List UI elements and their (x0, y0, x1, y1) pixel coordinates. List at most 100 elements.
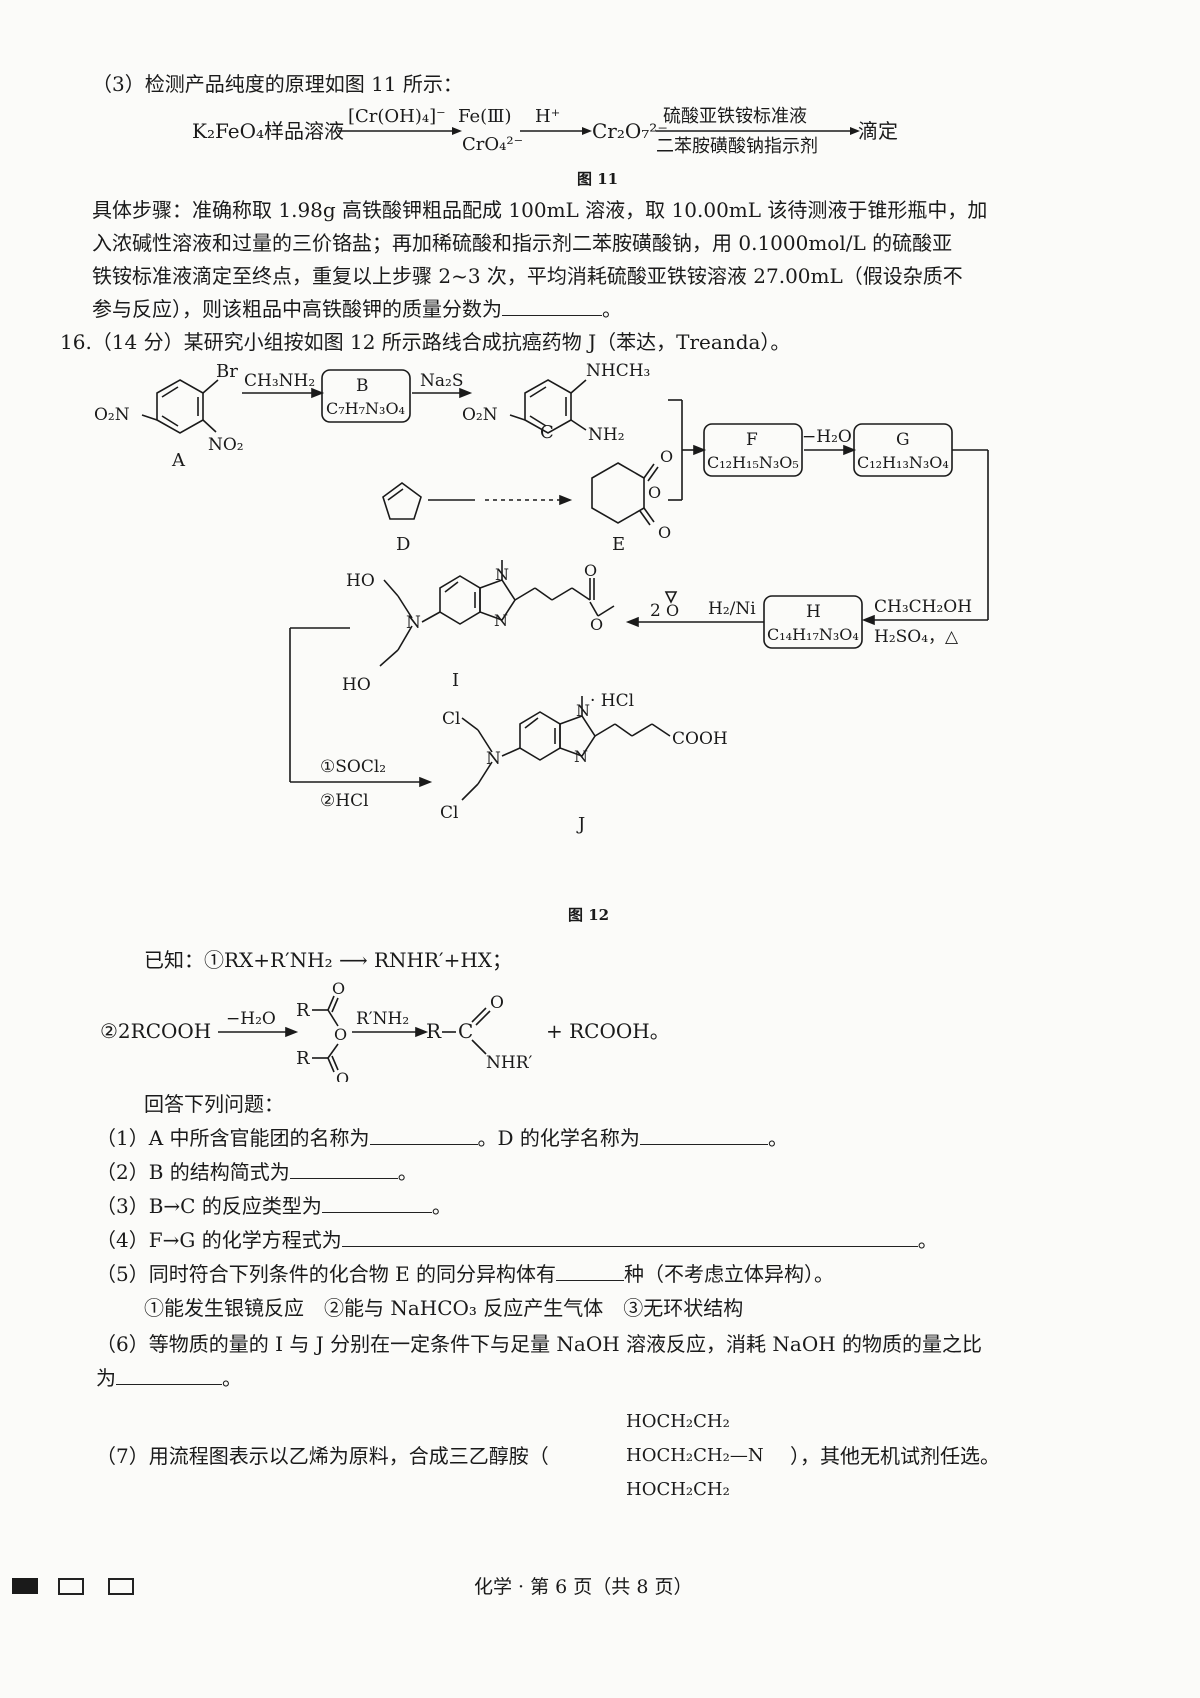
svg-text:O: O (590, 615, 603, 634)
steps-line-2: 入浓碱性溶液和过量的三价铬盐；再加稀硫酸和指示剂二苯胺磺酸钠，用 0.1000m… (92, 231, 953, 255)
steps-line-3: 铁铵标准液滴定至终点，重复以上步骤 2~3 次，平均消耗硫酸亚铁铵溶液 27.0… (92, 264, 963, 288)
question-5-conditions: ①能发生银镜反应 ②能与 NaHCO₃ 反应产生气体 ③无环状结构 (144, 1296, 744, 1320)
known-reaction-1: 已知：①RX+R′NH₂ ⟶ RNHR′+HX； (144, 948, 513, 972)
svg-text:O: O (666, 601, 679, 620)
svg-text:J: J (576, 814, 585, 835)
figure-12-synthesis-route: Br O₂N NO₂ A CH₃NH₂ B C₇H₇N₃O₄ Na₂S NHCH… (94, 361, 989, 835)
svg-text:F: F (746, 430, 758, 450)
reagent-ch3nh2: CH₃NH₂ (244, 371, 315, 391)
svg-text:O: O (584, 561, 597, 580)
scheme-cr2o7: Cr₂O₇²⁻ (592, 119, 668, 143)
svg-text:H: H (806, 602, 821, 622)
svg-text:②2RCOOH: ②2RCOOH (100, 1019, 211, 1043)
svg-text:R: R (296, 1048, 310, 1069)
question-3: （3）B→C 的反应类型为。 (96, 1192, 452, 1218)
triethanolamine-line-3: HOCH₂CH₂ (626, 1479, 730, 1500)
reagent-na2s: Na₂S (420, 371, 463, 391)
hollow-marker-icon-2 (108, 1578, 134, 1595)
answer-blank-q1-b[interactable] (639, 1124, 768, 1145)
svg-text:HO: HO (342, 675, 371, 695)
figure-11-scheme: K₂FeO₄样品溶液 [Cr(OH)₄]⁻ Fe(Ⅲ) CrO₄²⁻ H⁺ Cr… (192, 106, 898, 157)
compound-j: N N N · HCl COOH Cl Cl J (440, 691, 728, 835)
question-1: （1）A 中所含官能团的名称为。D 的化学名称为。 (96, 1124, 788, 1150)
svg-text:O₂N: O₂N (94, 405, 130, 425)
scheme-indicator: 二苯胺磺酸钠指示剂 (656, 136, 818, 157)
answer-blank-purity[interactable] (502, 295, 602, 316)
scheme-end: 滴定 (858, 119, 898, 143)
reagent-h2so4: H₂SO₄，△ (874, 627, 959, 647)
svg-text:N: N (574, 747, 588, 766)
svg-text:O: O (660, 447, 673, 466)
svg-text:NO₂: NO₂ (208, 435, 244, 455)
answer-blank-q4[interactable] (341, 1226, 918, 1247)
svg-text:O: O (490, 993, 504, 1013)
scheme-h-plus: H⁺ (535, 106, 560, 127)
svg-text:O: O (336, 1069, 349, 1082)
answer-blank-q5[interactable] (556, 1260, 625, 1281)
svg-text:N: N (495, 565, 509, 584)
scheme-titrant: 硫酸亚铁铵标准液 (663, 106, 807, 127)
svg-text:C₁₂H₁₃N₃O₄: C₁₂H₁₃N₃O₄ (857, 453, 949, 472)
scheme-fe3: Fe(Ⅲ) (458, 106, 512, 127)
svg-text:I: I (452, 670, 459, 691)
question-7: （7）用流程图表示以乙烯为原料，合成三乙醇胺（ (96, 1444, 549, 1468)
answer-blank-q6[interactable] (116, 1364, 222, 1385)
svg-text:C₁₄H₁₇N₃O₄: C₁₄H₁₇N₃O₄ (767, 625, 859, 644)
svg-text:O₂N: O₂N (462, 405, 498, 425)
reagent-minus-h2o: −H₂O (802, 427, 852, 447)
compound-e: O O O E (591, 447, 673, 555)
box-b (321, 369, 411, 423)
question-7-tail: ），其他无机试剂任选。 (790, 1444, 1000, 1468)
compound-c: NHCH₃ O₂N NH₂ C (462, 361, 650, 445)
svg-text:O: O (658, 523, 671, 542)
svg-text:NHCH₃: NHCH₃ (586, 361, 650, 381)
reagent-ethanol: CH₃CH₂OH (874, 597, 972, 617)
svg-text:R: R (426, 1019, 442, 1043)
question-2: （2）B 的结构简式为。 (96, 1158, 418, 1184)
svg-text:O: O (332, 982, 345, 998)
answer-blank-q2[interactable] (289, 1158, 398, 1179)
part3-intro: （3）检测产品纯度的原理如图 11 所示： (92, 72, 463, 96)
answer-blank-q1-a[interactable] (369, 1124, 478, 1145)
question-6-line-1: （6）等物质的量的 I 与 J 分别在一定条件下与足量 NaOH 溶液反应，消耗… (96, 1332, 983, 1356)
svg-text:O: O (334, 1025, 347, 1044)
reagent-coef: 2 (650, 601, 661, 621)
question-6-line-2: 为。 (96, 1364, 242, 1390)
steps-line-4: 参与反应），则该粗品中高铁酸钾的质量分数为。 (92, 295, 622, 321)
answer-blank-q3[interactable] (321, 1192, 432, 1213)
page-footer: 化学 · 第 6 页（共 8 页） (474, 1576, 693, 1598)
triethanolamine-line-2: HOCH₂CH₂—N (626, 1445, 764, 1466)
svg-text:−H₂O: −H₂O (226, 1009, 276, 1029)
reagent-h2-ni: H₂/Ni (708, 599, 756, 619)
compound-a: Br O₂N NO₂ A (94, 361, 244, 471)
svg-text:N: N (576, 701, 590, 720)
answer-intro: 回答下列问题： (144, 1092, 284, 1116)
q16-header: 16.（14 分）某研究小组按如图 12 所示路线合成抗癌药物 J（苯达，Tre… (60, 330, 791, 354)
svg-text:NH₂: NH₂ (588, 425, 625, 445)
svg-text:B: B (356, 376, 369, 396)
question-4: （4）F→G 的化学方程式为。 (96, 1226, 938, 1252)
question-5: （5）同时符合下列条件的化合物 E 的同分异构体有种（不考虑立体异构）。 (96, 1260, 835, 1286)
svg-text:N: N (494, 611, 508, 630)
ethylene-oxide (664, 591, 678, 604)
svg-text:A: A (171, 450, 186, 471)
compound-i: N N N O O HO HO I (342, 560, 615, 695)
svg-text:+ RCOOH。: + RCOOH。 (546, 1019, 670, 1043)
svg-text:C₁₂H₁₅N₃O₅: C₁₂H₁₅N₃O₅ (707, 453, 799, 472)
svg-text:N: N (486, 749, 501, 769)
svg-text:N: N (406, 613, 421, 633)
svg-text:G: G (896, 430, 910, 450)
hollow-marker-icon-1 (58, 1578, 84, 1595)
scheme-start: K₂FeO₄样品溶液 (192, 119, 344, 143)
svg-text:COOH: COOH (672, 729, 728, 749)
svg-text:· HCl: · HCl (590, 691, 634, 711)
figure-12-caption: 图 12 (568, 906, 610, 924)
reagent-hcl: ②HCl (320, 791, 369, 811)
figure-11-caption: 图 11 (577, 170, 619, 188)
svg-text:HO: HO (346, 571, 375, 591)
box-f (703, 423, 803, 477)
svg-text:D: D (396, 534, 410, 555)
svg-text:NHR′: NHR′ (486, 1053, 533, 1073)
compound-d: D (382, 482, 422, 555)
svg-text:R: R (296, 1000, 310, 1021)
